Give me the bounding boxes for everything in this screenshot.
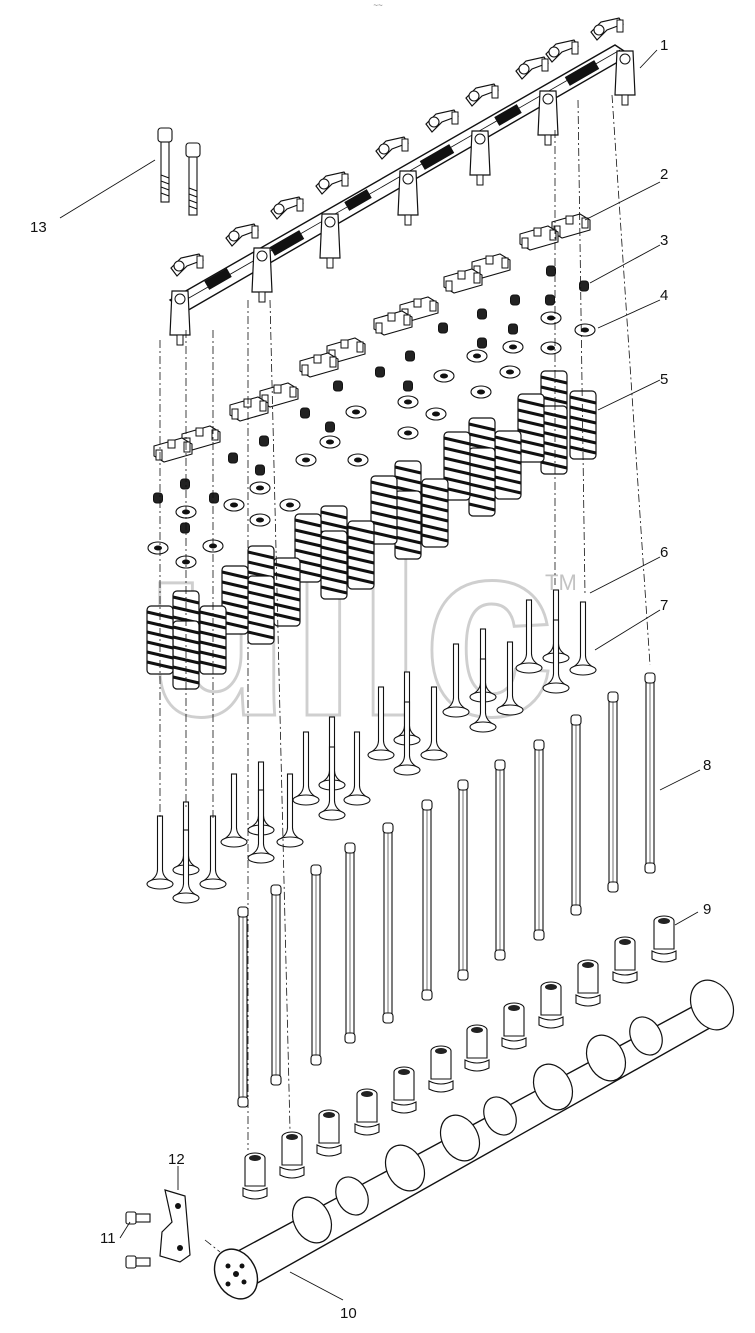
camshaft — [213, 979, 735, 1300]
callout-9: 9 — [703, 901, 711, 918]
callout-2: 2 — [660, 166, 668, 183]
watermark-tm: TM — [545, 570, 577, 595]
leader-lines — [59, 49, 701, 1301]
cylinder-head-bolts — [157, 127, 201, 216]
callout-8: 8 — [703, 757, 711, 774]
alignment-lines — [159, 94, 651, 1253]
callout-4: 4 — [660, 287, 668, 304]
callout-7: 7 — [660, 597, 668, 614]
thrust-plate — [159, 1189, 191, 1263]
callout-3: 3 — [660, 232, 668, 249]
callout-11: 11 — [100, 1230, 116, 1247]
callout-5: 5 — [660, 371, 668, 388]
callout-10: 10 — [340, 1305, 357, 1322]
top-mark: ~~ — [373, 1, 383, 10]
callout-labels: 1 2 3 4 5 6 7 8 9 10 11 12 13 — [30, 37, 711, 1322]
thrust-plate-bolts — [125, 1211, 151, 1269]
callout-1: 1 — [660, 37, 668, 54]
callout-6: 6 — [660, 544, 668, 561]
rocker-shaft-assembly — [168, 17, 636, 346]
callout-12: 12 — [168, 1151, 185, 1168]
callout-13: 13 — [30, 219, 47, 236]
